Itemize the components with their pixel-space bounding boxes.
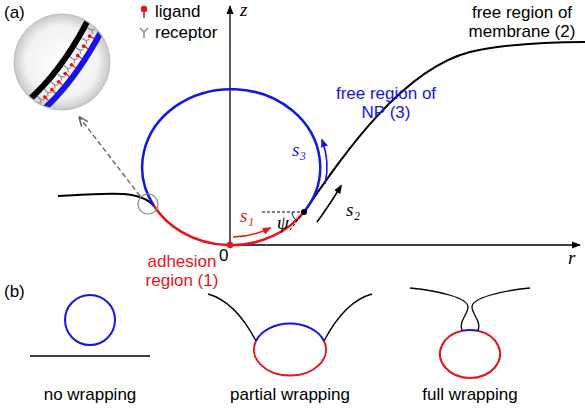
r-axis [230,244,580,245]
inset-np [24,24,105,126]
region-label: free region of membrane (2) [462,3,582,41]
zoom-leader [80,118,140,196]
origin-label: 0 [219,246,228,265]
receptor-stem [30,103,33,107]
receptor-fork [73,60,75,63]
membrane-partial-left [208,294,256,341]
ligand-head [50,88,54,92]
receptor-fork [40,100,41,104]
receptor-fork [25,113,27,117]
receptor-stem [44,89,48,92]
region-label: adhesion region (1) [132,252,232,290]
arc-length-label: s₂ [346,200,360,219]
ligand-head [43,95,47,99]
tangent-line [290,212,304,230]
membrane-full-left [410,288,468,331]
s3-arrow [322,140,327,184]
ligand-head [57,80,61,84]
receptor-fork [92,30,93,33]
legend-text: receptor [155,23,217,42]
receptor-stem [87,28,91,30]
receptor-fork [61,77,63,81]
angle-label: ψ [277,213,289,232]
ligand-stem [30,110,33,114]
region-label: free region of NP (3) [325,84,447,122]
receptor-stem [82,38,86,41]
angle-arc [292,212,297,221]
ligand-head [93,24,97,28]
arc-length-label: s₁ [240,206,254,225]
contact-point [301,209,307,215]
membrane-full-right [472,288,530,331]
ligand-symbol [141,6,147,18]
np-full-free [462,329,478,332]
receptor-symbol [140,28,148,38]
receptor-stem [57,74,61,77]
receptor-fork [92,29,95,30]
ligand-head [29,109,33,113]
receptor-fork [54,85,55,89]
case-label: partial wrapping [230,385,350,404]
panel-label: (b) [4,282,25,301]
case-label: no wrapping [44,385,137,404]
zoom-circle [138,194,158,214]
inset-magnifier [14,14,110,126]
membrane-right [304,42,585,212]
receptor-stem [70,57,74,60]
receptor-stem [51,82,55,85]
ligand-head [63,72,67,76]
z-axis [229,6,230,245]
receptor-stem [37,96,40,100]
receptor-stem [64,66,68,69]
axis-label: z [240,0,247,19]
np-free-region [142,89,320,212]
receptor-fork [85,40,87,43]
np-partial-free [256,324,324,341]
receptor-fork [33,106,34,110]
np-partial-adhesion [254,341,326,376]
receptor-fork [34,106,38,107]
receptor-stem [76,48,80,51]
membrane-partial-right [324,294,372,341]
ligand-head [88,34,92,38]
axis-label: r [568,248,575,267]
s1-arrow [233,228,270,237]
ligand-stem [95,26,99,28]
arc-length-label: s₃ [292,140,306,159]
np-unwrapped [65,295,115,345]
receptor-fork [79,50,81,53]
ligand-head [76,54,80,58]
case-label: full wrapping [422,385,517,404]
legend-text: ligand [155,2,200,21]
np-full-adhesion [440,331,500,378]
receptor-fork [26,112,30,114]
np-adhesion-region [154,206,304,245]
ligand-stem [38,104,41,108]
panel-label: (a) [4,3,25,22]
ligand-head [82,44,86,48]
receptor-fork [67,68,69,71]
flat-membrane [30,355,150,356]
ligand-head [70,63,74,67]
receptor-stem [23,109,26,113]
receptor-fork [47,93,48,97]
s2-arrow [317,186,341,222]
ligand-head [36,102,40,106]
